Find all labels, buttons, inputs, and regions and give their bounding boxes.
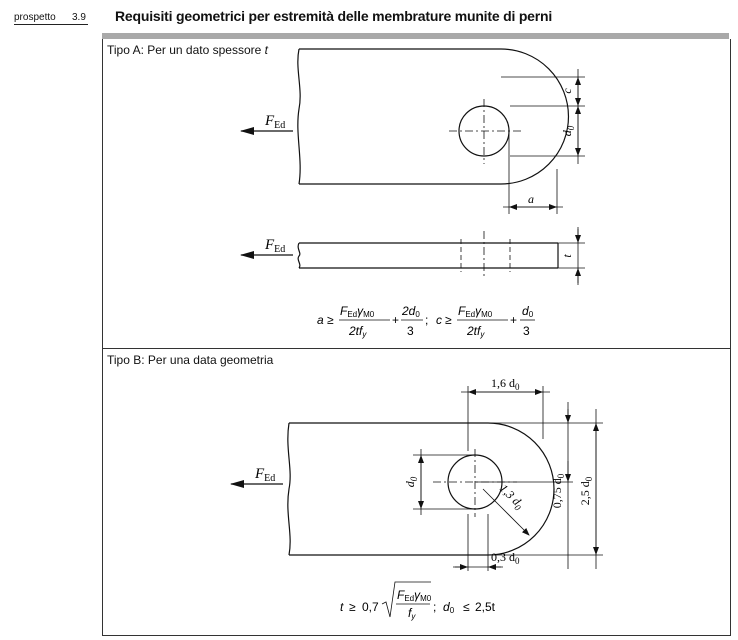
svg-text:fy: fy: [408, 606, 416, 621]
svg-text:0,7: 0,7: [362, 600, 379, 614]
svg-text:d0: d0: [522, 304, 534, 319]
dim-075-label: 0,75 d0: [550, 473, 566, 508]
table-header: prospetto 3.9 Requisiti geometrici per e…: [0, 0, 738, 30]
svg-text:≤: ≤: [463, 600, 470, 614]
panel-a-title-var: t: [264, 43, 268, 57]
panel-type-b: Tipo B: Per una data geometria FEd: [102, 348, 731, 636]
svg-text:a: a: [317, 313, 324, 327]
svg-text:t: t: [340, 600, 344, 614]
prospetto-text: prospetto: [14, 12, 56, 23]
panel-a-title-text: Tipo A: Per un dato spessore: [107, 43, 262, 57]
dim-13-line: [482, 488, 530, 536]
dim-03-label: 0,3 d0: [491, 550, 520, 566]
force-label-a: FEd: [264, 113, 285, 131]
svg-text:3: 3: [407, 324, 414, 338]
dim-16-label: 1,6 d0: [491, 376, 520, 392]
plate-a-side-view: [297, 242, 559, 269]
formula-b: t ≥ 0,7 FEdγM0 fy ; d0 ≤ 2,5t: [340, 581, 496, 621]
dim-d0-label-a: d0: [560, 125, 576, 136]
svg-text:2d0: 2d0: [401, 304, 420, 319]
svg-text:3: 3: [523, 324, 530, 338]
svg-text:2tfy: 2tfy: [466, 324, 485, 339]
dim-lines-a-right: [501, 69, 585, 164]
svg-text:≥: ≥: [445, 313, 452, 327]
svg-text:FEdγM0: FEdγM0: [397, 588, 432, 603]
svg-text:c: c: [436, 313, 442, 327]
svg-text:+: +: [510, 313, 517, 327]
svg-text:≥: ≥: [327, 313, 334, 327]
plate-b-outline: [287, 422, 555, 556]
panel-b-drawing: FEd 1,6 d0 d0 1,3 d0: [230, 376, 603, 621]
dim-c-label: c: [560, 88, 574, 94]
dim-a-label: a: [528, 192, 534, 206]
svg-text:+: +: [392, 313, 399, 327]
panel-b-title: Tipo B: Per una data geometria: [107, 353, 274, 367]
dim-16-lines: [461, 386, 550, 451]
dim-25-label: 2,5 d0: [578, 476, 594, 505]
force-label-a-side: FEd: [264, 237, 285, 255]
prospetto-label: prospetto: [14, 12, 88, 25]
svg-text:;: ;: [425, 313, 428, 327]
dim-t-label: t: [560, 254, 574, 258]
plate-a-outline: [297, 48, 570, 185]
header-underline: [14, 24, 88, 25]
dim-d0-label-b: d0: [403, 476, 419, 487]
formula-a: a ≥ FEdγM0 2tfy + 2d0 3 ; c ≥ FEdγM0 2tf…: [317, 304, 535, 339]
svg-text:2,5t: 2,5t: [475, 600, 496, 614]
force-label-b: FEd: [254, 466, 275, 484]
svg-text:FEdγM0: FEdγM0: [458, 304, 493, 319]
svg-text:d0: d0: [443, 600, 455, 615]
svg-text:≥: ≥: [349, 600, 356, 614]
svg-text:;: ;: [433, 600, 436, 614]
title-bar-rule: [102, 33, 729, 39]
table-title: Requisiti geometrici per estremità delle…: [115, 8, 553, 24]
svg-text:2tfy: 2tfy: [348, 324, 367, 339]
panel-type-a: Tipo A: Per un dato spessore t FEd: [102, 39, 731, 348]
panel-a-drawing: FEd c d0 a: [240, 48, 585, 339]
svg-text:FEdγM0: FEdγM0: [340, 304, 375, 319]
dim-13-label: 1,3 d0: [495, 481, 527, 513]
panel-a-title: Tipo A: Per un dato spessore t: [107, 43, 268, 57]
table-number: 3.9: [72, 12, 86, 23]
hole-a-centerlines: [449, 99, 521, 164]
side-hole-lines: [460, 239, 511, 272]
